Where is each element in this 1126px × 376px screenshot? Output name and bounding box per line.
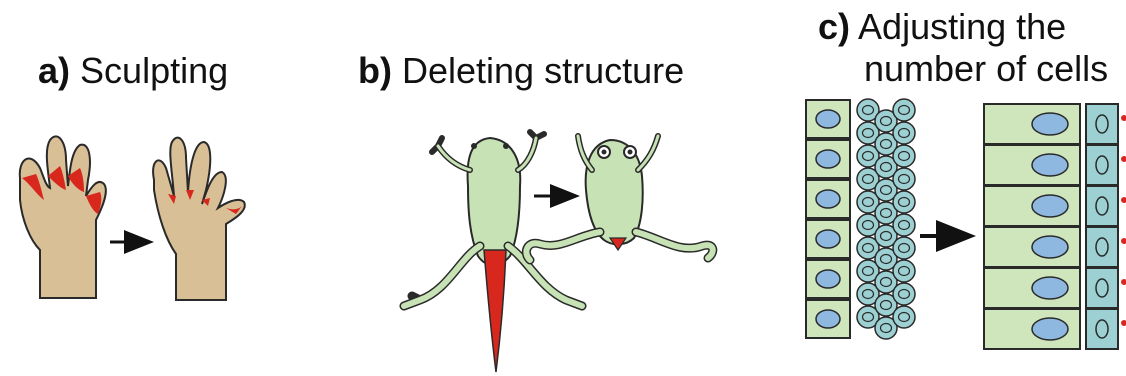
- outer-cell-nucleus: [1095, 196, 1109, 216]
- small-cell-nucleus: [897, 150, 911, 162]
- small-cell-nucleus: [861, 104, 875, 116]
- small-cell-nucleus: [879, 115, 893, 127]
- small-cell-nucleus: [861, 150, 875, 162]
- outer-cell-nucleus: [1095, 114, 1109, 134]
- cells-before: [805, 98, 916, 340]
- cell-nucleus: [1031, 112, 1069, 136]
- small-cell-nucleus: [897, 288, 911, 300]
- panel-c-letter: c): [818, 6, 851, 47]
- cell-nucleus: [1031, 317, 1069, 341]
- small-cell-nucleus: [879, 184, 893, 196]
- small-cell-nucleus: [861, 311, 875, 323]
- cell-nucleus: [815, 269, 841, 289]
- small-cell-nucleus: [879, 299, 893, 311]
- small-cell-nucleus: [861, 196, 875, 208]
- apoptotic-fragment: [1121, 156, 1126, 162]
- panel-a-label: a) Sculpting: [38, 51, 228, 91]
- panel-c-title-line1: Adjusting the: [858, 6, 1067, 47]
- cell-nucleus: [815, 229, 841, 249]
- cell-nucleus: [1031, 235, 1069, 259]
- small-cell-nucleus: [861, 265, 875, 277]
- cell-nucleus: [1031, 153, 1069, 177]
- small-cell-nucleus: [861, 288, 875, 300]
- panel-a-title: Sculpting: [80, 50, 229, 91]
- small-cell-nucleus: [897, 219, 911, 231]
- small-cell-nucleus: [879, 276, 893, 288]
- small-cell-nucleus: [879, 253, 893, 265]
- outer-cell-nucleus: [1095, 155, 1109, 175]
- small-cell-nucleus: [861, 242, 875, 254]
- small-cell-nucleus: [879, 138, 893, 150]
- sculpted-hand: [152, 136, 246, 301]
- panel-b-title: Deleting structure: [402, 50, 685, 91]
- outer-cell-nucleus: [1095, 319, 1109, 339]
- apoptotic-fragment: [1121, 238, 1126, 244]
- apoptotic-fragment: [1121, 115, 1126, 121]
- small-cell-nucleus: [897, 311, 911, 323]
- cell-nucleus: [815, 109, 841, 129]
- apoptotic-fragment: [1121, 197, 1126, 203]
- small-cell-nucleus: [879, 207, 893, 219]
- small-cell-nucleus: [897, 104, 911, 116]
- small-cell-nucleus: [897, 173, 911, 185]
- apoptotic-fragment: [1121, 320, 1126, 326]
- small-cell-nucleus: [897, 196, 911, 208]
- small-cell-nucleus: [897, 127, 911, 139]
- panel-a-letter: a): [38, 50, 71, 91]
- small-cell-nucleus: [861, 173, 875, 185]
- cell-nucleus: [815, 149, 841, 169]
- small-cell-nucleus: [879, 230, 893, 242]
- small-cell-nucleus: [897, 242, 911, 254]
- froglet-with-tail: [399, 129, 587, 373]
- small-cell-nucleus: [861, 127, 875, 139]
- cell-nucleus: [1031, 276, 1069, 300]
- cells-after: [983, 103, 1126, 350]
- small-cell-nucleus: [879, 161, 893, 173]
- outer-cell-nucleus: [1095, 237, 1109, 257]
- cell-nucleus: [815, 309, 841, 329]
- small-cell-nucleus: [897, 265, 911, 277]
- cell-nucleus: [1031, 194, 1069, 218]
- small-cell-nucleus: [861, 219, 875, 231]
- cell-nucleus: [815, 189, 841, 209]
- outer-cell-nucleus: [1095, 278, 1109, 298]
- small-cell-nucleus: [879, 322, 893, 334]
- adult-frog: [521, 133, 718, 265]
- apoptotic-fragment: [1121, 279, 1126, 285]
- webbed-hand: [18, 135, 107, 299]
- panel-b-letter: b): [358, 50, 392, 91]
- panel-b-label: b) Deleting structure: [358, 51, 684, 91]
- panel-c-title-line2: number of cells: [864, 48, 1109, 89]
